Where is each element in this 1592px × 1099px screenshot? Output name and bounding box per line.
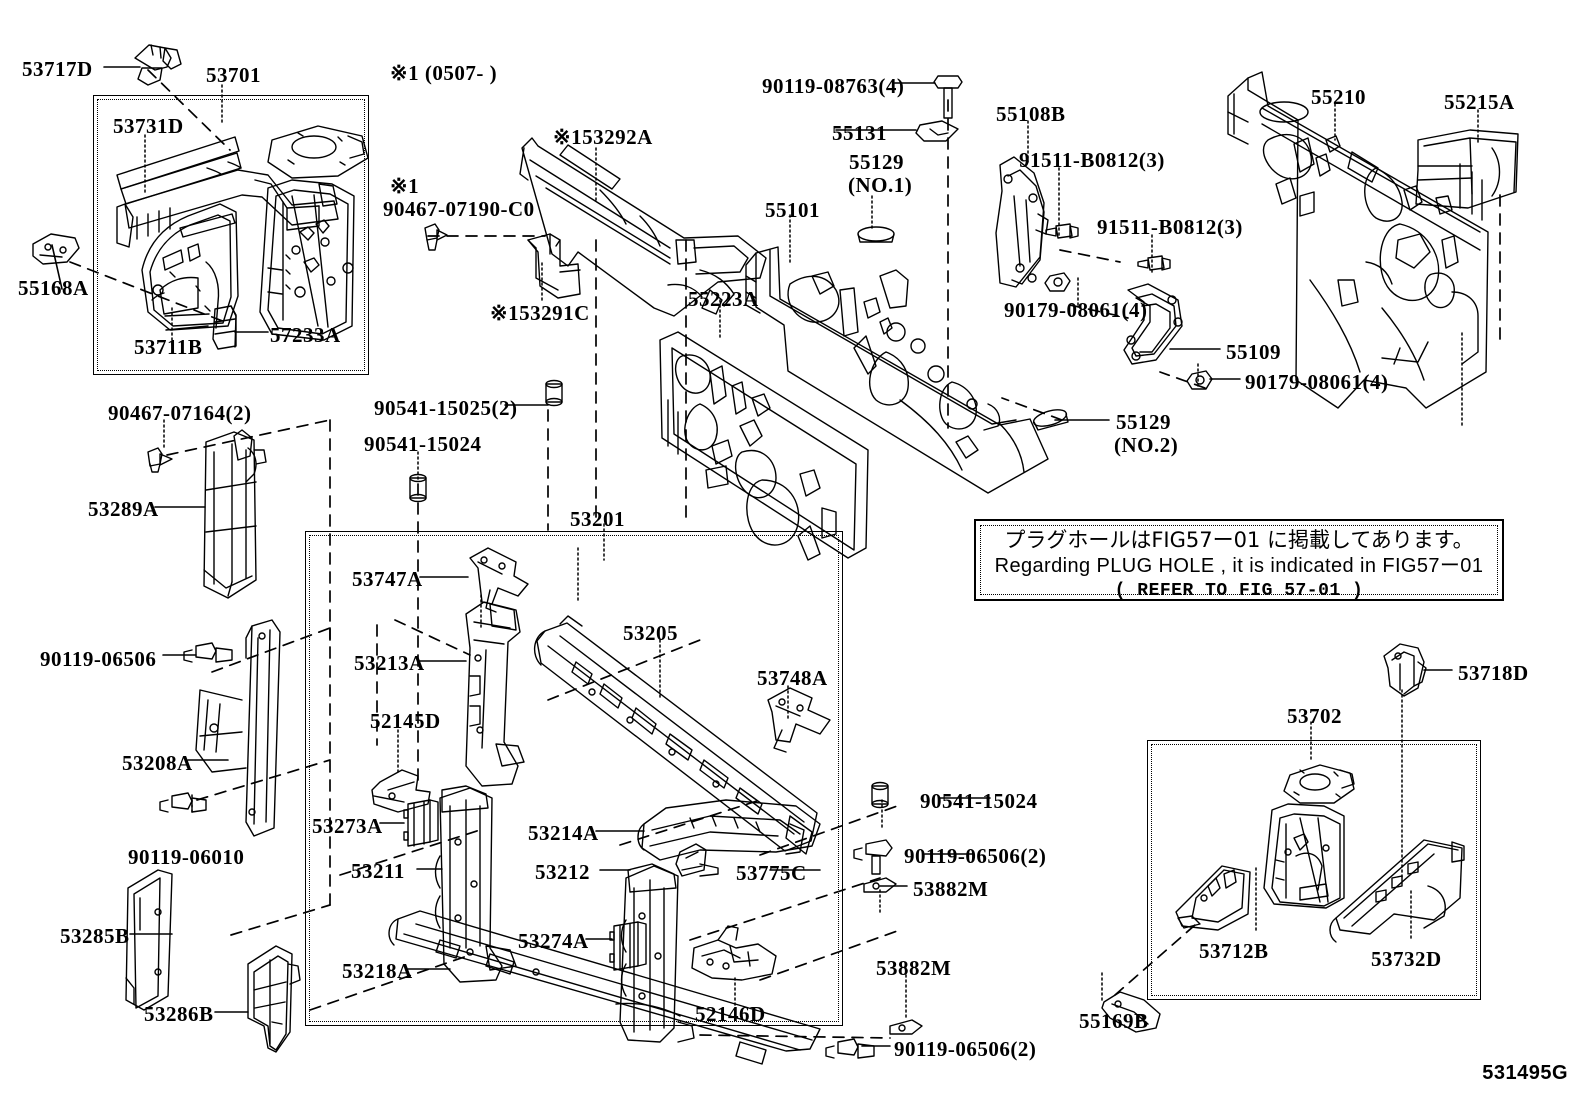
note-asterisk-1: ※1 (0507- ) [390, 61, 498, 85]
part-label-53285b: 53285B [60, 924, 130, 948]
part-label-53213a: 53213A [354, 651, 425, 675]
part-label-52145d: 52145D [370, 709, 441, 733]
part-label-53292a: ※153292A [553, 125, 653, 149]
part-label-90119-06506-b: 90119-06506(2) [904, 844, 1047, 868]
part-label-55210: 55210 [1311, 85, 1366, 109]
part-label-90119-06506-c: 90119-06506(2) [894, 1037, 1037, 1061]
part-label-53291c: ※153291C [490, 301, 590, 325]
part-label-90119-06010: 90119-06010 [128, 845, 245, 869]
part-label-90467-07164: 90467-07164(2) [108, 401, 252, 425]
part-label-91511-b0812-a: 91511-B0812(3) [1019, 148, 1165, 172]
part-label-53882m-b: 53882M [876, 956, 952, 980]
part-label-53748a: 53748A [757, 666, 828, 690]
plug-hole-note-box: プラグホールはFIG57ー01 に掲載してあります。 Regarding PLU… [974, 519, 1504, 601]
part-label-53205: 53205 [623, 621, 678, 645]
part-label-53218a: 53218A [342, 959, 413, 983]
part-label-53289a: 53289A [88, 497, 159, 521]
part-label-52146d: 52146D [695, 1002, 766, 1026]
note-line-reference: ( REFER TO FIG 57-01 ) [1114, 581, 1364, 602]
part-label-90541-15025: 90541-15025(2) [374, 396, 518, 420]
part-label-53212: 53212 [535, 860, 590, 884]
part-label-55223a: 55223A [688, 287, 759, 311]
part-label-90541-15024-b: 90541-15024 [920, 789, 1038, 813]
part-label-90541-15024-a: 90541-15024 [364, 432, 482, 456]
part-label-53718d: 53718D [1458, 661, 1529, 685]
part-label-90119-08763: 90119-08763(4) [762, 74, 905, 98]
part-label-53712b: 53712B [1199, 939, 1269, 963]
group-box-53701 [93, 95, 369, 375]
part-label-55131: 55131 [832, 121, 887, 145]
part-label-55109: 55109 [1226, 340, 1281, 364]
part-label-55129-no2-sub: (NO.2) [1114, 433, 1179, 457]
part-label-53273a: 53273A [312, 814, 383, 838]
part-label-55168a: 55168A [18, 276, 89, 300]
group-box-53702 [1147, 740, 1481, 1000]
part-label-53775c: 53775C [736, 861, 807, 885]
part-label-53286b: 53286B [144, 1002, 214, 1026]
part-label-53214a: 53214A [528, 821, 599, 845]
part-label-90179-08061-b: 90179-08061(4) [1245, 370, 1389, 394]
note-line-japanese: プラグホールはFIG57ー01 に掲載してあります。 [1004, 528, 1474, 552]
part-label-55101: 55101 [765, 198, 820, 222]
part-label-53732d: 53732D [1371, 947, 1442, 971]
part-label-53702: 53702 [1287, 704, 1342, 728]
part-label-90179-08061-a: 90179-08061(4) [1004, 298, 1148, 322]
part-label-53747a: 53747A [352, 567, 423, 591]
part-label-55129-no1: 55129 [849, 150, 904, 174]
part-label-53701: 53701 [206, 63, 261, 87]
part-label-53731d: 53731D [113, 114, 184, 138]
part-label-53717d: 53717D [22, 57, 93, 81]
part-label-55129-no1-sub: (NO.1) [848, 173, 913, 197]
part-label-55108b: 55108B [996, 102, 1066, 126]
part-label-53711b: 53711B [134, 335, 203, 359]
note-mark-90467: ※1 [390, 174, 420, 198]
part-label-55129-no2: 55129 [1116, 410, 1171, 434]
part-label-91511-b0812-b: 91511-B0812(3) [1097, 215, 1243, 239]
part-label-53208a: 53208A [122, 751, 193, 775]
part-label-55169b: 55169B [1079, 1009, 1149, 1033]
part-label-55215a: 55215A [1444, 90, 1515, 114]
part-label-53882m-a: 53882M [913, 877, 989, 901]
part-label-90467-07190-c0: 90467-07190-C0 [383, 197, 535, 221]
part-label-53274a: 53274A [518, 929, 589, 953]
note-line-english: Regarding PLUG HOLE , it is indicated in… [994, 555, 1484, 578]
part-label-53201: 53201 [570, 507, 625, 531]
part-label-90119-06506-a: 90119-06506 [40, 647, 157, 671]
figure-id: 531495G [1482, 1062, 1568, 1084]
part-label-57233a: 57233A [270, 323, 341, 347]
part-label-53211: 53211 [351, 859, 405, 883]
